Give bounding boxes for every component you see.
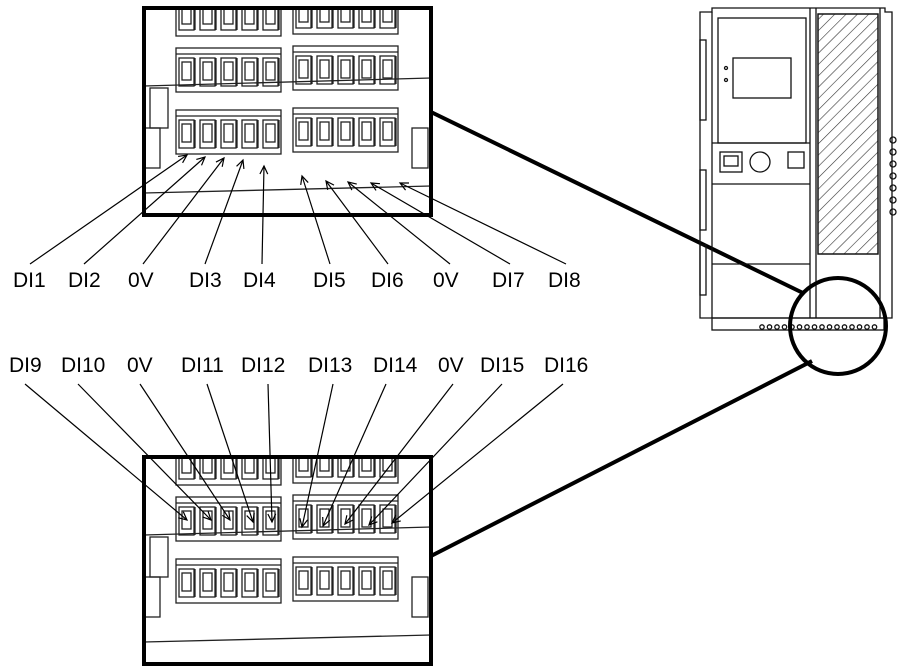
label-0v-2: 0V: [433, 269, 459, 292]
label-0v-4: 0V: [438, 354, 464, 377]
label-di9: DI9: [9, 354, 42, 377]
label-di2: DI2: [68, 269, 101, 292]
label-di6: DI6: [371, 269, 404, 292]
label-di8: DI8: [548, 269, 581, 292]
label-di5: DI5: [313, 269, 346, 292]
magnifier-circle: [788, 276, 888, 376]
label-0v: 0V: [128, 269, 154, 292]
label-di11: DI11: [181, 354, 224, 377]
label-di1: DI1: [13, 269, 46, 292]
label-di7: DI7: [492, 269, 525, 292]
label-di13: DI13: [308, 354, 353, 377]
top-terminal-zoom: [142, 6, 433, 217]
label-di10: DI10: [61, 354, 106, 377]
label-di14: DI14: [373, 354, 418, 377]
bottom-terminal-zoom: [142, 455, 433, 666]
controller-device-outline: [699, 7, 897, 331]
label-di4: DI4: [243, 269, 276, 292]
label-di12: DI12: [241, 354, 286, 377]
label-di15: DI15: [480, 354, 525, 377]
label-di16: DI16: [544, 354, 589, 377]
pointer-lines: [24, 154, 567, 529]
label-0v-3: 0V: [127, 354, 153, 377]
zoom-connector-lines: [430, 110, 813, 558]
label-di3: DI3: [189, 269, 222, 292]
